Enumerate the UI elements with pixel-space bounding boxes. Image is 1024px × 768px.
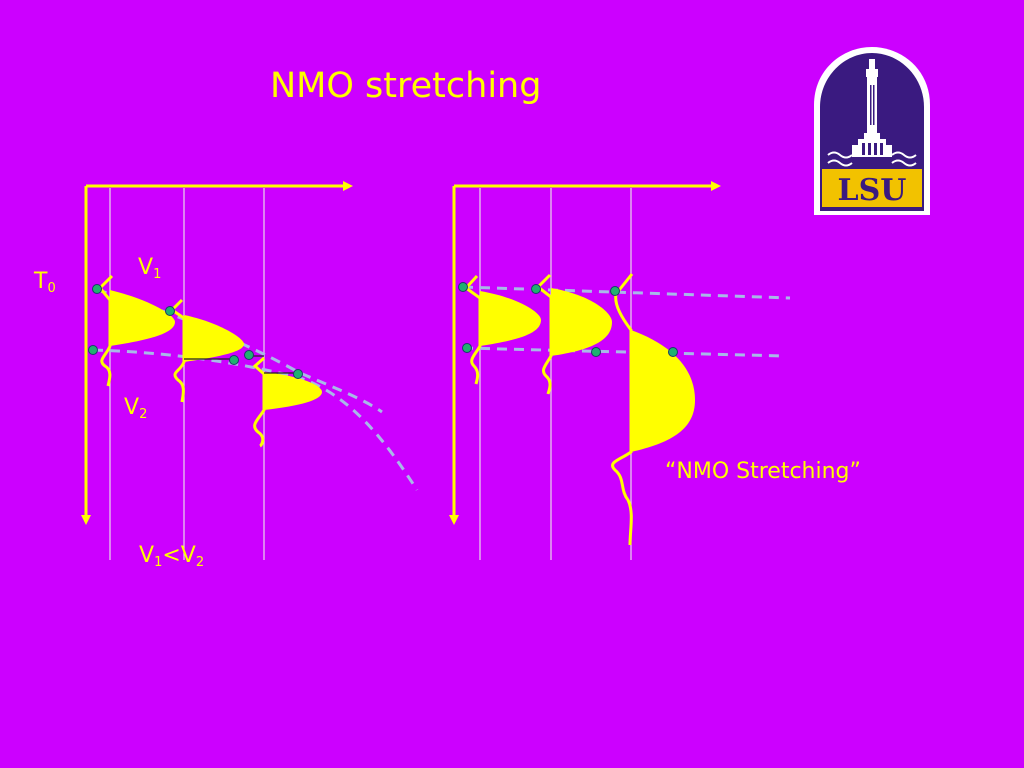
lsu-tower-logo-icon: LSU (814, 47, 930, 215)
wavelet (463, 274, 541, 385)
wavelet (169, 298, 244, 403)
label-t0: T0 (33, 269, 56, 296)
pick-dot (668, 347, 678, 357)
left-panel: T0 V1 V2 V1<V2 (33, 181, 419, 570)
right-panel: “NMO Stretching” (449, 181, 861, 560)
wavelet-stretched (611, 273, 695, 546)
corrected-event-t2 (462, 346, 786, 358)
label-v1: V1 (138, 255, 161, 282)
pick-dot (244, 350, 254, 360)
label-v2: V2 (124, 395, 147, 422)
pick-dot (591, 347, 601, 357)
pick-dot (531, 284, 541, 294)
wavelet (252, 356, 322, 448)
pick-dot (462, 343, 472, 353)
wavelet (97, 274, 175, 387)
wavelet (535, 273, 612, 395)
pick-dot (92, 284, 102, 294)
pick-dot (293, 369, 303, 379)
pick-dot (610, 286, 620, 296)
logo-text: LSU (838, 173, 907, 208)
slide-title: NMO stretching (270, 66, 542, 106)
corrected-event-t1 (462, 285, 791, 300)
pick-dot (229, 355, 239, 365)
pick-dot (458, 282, 468, 292)
caption-nmo-stretching: “NMO Stretching” (665, 459, 861, 484)
pick-dot (88, 345, 98, 355)
pick-dot (165, 306, 175, 316)
label-velocity-comparison: V1<V2 (139, 543, 204, 570)
